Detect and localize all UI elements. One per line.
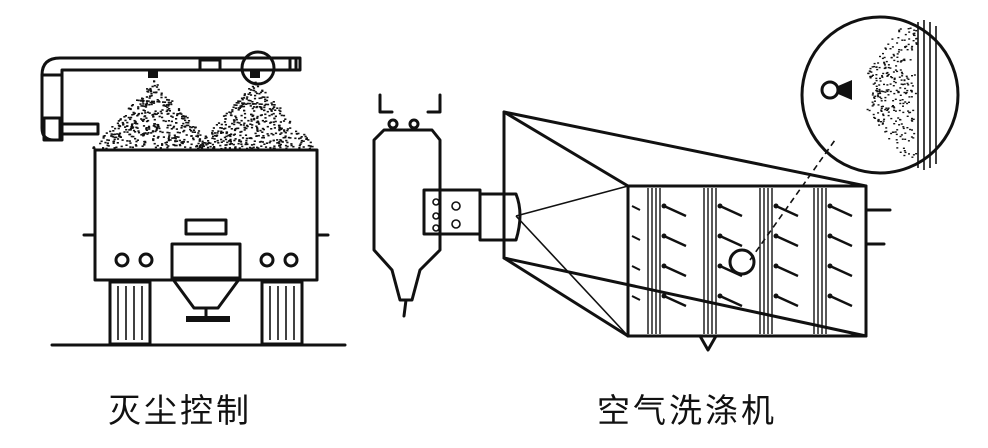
dust-control-illustration <box>40 50 347 347</box>
zoom-detail-circle <box>800 15 960 175</box>
tail-light <box>259 252 275 268</box>
truck-body <box>93 148 319 282</box>
nozzle-tip <box>773 263 779 269</box>
nozzle-tip <box>717 293 723 299</box>
nozzle-tip <box>717 203 723 209</box>
duct-inlet-right <box>426 93 442 114</box>
zoom-detail <box>800 15 960 175</box>
rear-wheel-left <box>108 280 152 346</box>
pipe-valve <box>42 116 62 142</box>
nozzle-tip <box>827 263 833 269</box>
nozzle-arm <box>775 264 799 278</box>
zoom-nozzle-body <box>838 80 852 100</box>
spray-bar-cap <box>288 56 302 72</box>
nozzle-arm <box>829 204 853 218</box>
air-washer-caption: 空气洗涤机 <box>597 391 777 430</box>
nozzle-arm <box>829 234 853 248</box>
nozzle <box>148 70 158 78</box>
spray-bar <box>40 56 298 77</box>
separator-column <box>372 128 442 302</box>
nozzle-tip <box>827 233 833 239</box>
zoom-spray <box>866 27 918 158</box>
nozzle-tip <box>661 203 667 209</box>
license-plate <box>184 218 228 236</box>
zoom-baffle <box>917 20 937 170</box>
nozzle-tip <box>661 233 667 239</box>
nozzle-arm <box>775 234 799 248</box>
spray-bar-coupling <box>198 58 222 72</box>
nozzle-tip <box>773 233 779 239</box>
nozzle-arm <box>829 294 853 308</box>
nozzle-arm <box>631 205 641 211</box>
nozzle-tip <box>773 203 779 209</box>
nozzle-tip <box>827 203 833 209</box>
nozzle <box>250 70 260 78</box>
bottom-drain <box>698 334 718 352</box>
hopper <box>170 242 242 310</box>
air-washer-illustration <box>372 15 960 352</box>
connecting-duct <box>478 192 522 242</box>
nozzle <box>451 201 461 211</box>
nozzle-tip <box>661 293 667 299</box>
nozzle-arm <box>663 264 687 278</box>
duct-inlet-left <box>378 93 394 114</box>
nozzle-arm <box>663 294 687 308</box>
nozzle-arm <box>663 204 687 218</box>
nozzle-arm <box>829 264 853 278</box>
inlet-taper <box>515 185 629 337</box>
nozzle-arm <box>775 294 799 308</box>
housing-edge <box>502 110 630 188</box>
nozzle-arm <box>719 294 743 308</box>
nozzle <box>408 118 420 130</box>
nozzle-tip <box>661 263 667 269</box>
pipe-outlet <box>60 122 100 136</box>
nozzle-arm <box>631 265 641 271</box>
nozzle-arm <box>631 295 641 301</box>
nozzle-tip <box>827 293 833 299</box>
nozzle <box>432 224 440 232</box>
zoom-source-circle <box>728 248 756 276</box>
nozzle-arm <box>719 234 743 248</box>
tail-light <box>283 252 299 268</box>
spray-cone-left <box>92 80 314 150</box>
nozzle <box>432 212 440 220</box>
nozzle <box>387 118 399 130</box>
zoom-leader-line <box>749 139 836 261</box>
nozzle-arm <box>775 204 799 218</box>
housing-edge <box>502 256 630 338</box>
zoom-nozzle <box>820 80 840 100</box>
nozzle <box>432 198 440 206</box>
nozzle-tip <box>717 233 723 239</box>
drain <box>402 298 408 318</box>
nozzle-arm <box>719 204 743 218</box>
nozzle-arm <box>631 235 641 241</box>
tail-light <box>114 252 130 268</box>
dust-control-caption: 灭尘控制 <box>108 391 252 430</box>
tail-light <box>138 252 154 268</box>
nozzle-tip <box>773 293 779 299</box>
nozzle-arm <box>663 234 687 248</box>
washer-interior <box>631 188 853 334</box>
spreader-plate <box>186 316 230 322</box>
nozzle-tip <box>717 263 723 269</box>
rear-wheel-right <box>260 280 304 346</box>
nozzle <box>451 219 461 229</box>
